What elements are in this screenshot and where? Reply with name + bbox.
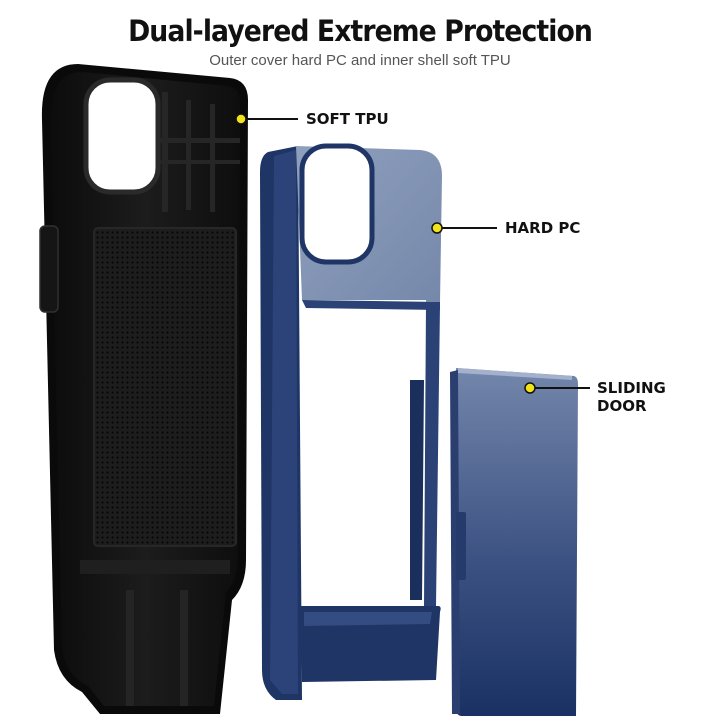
- callout-hard-pc-pointer: [431, 222, 497, 234]
- sliding-door-plate: [450, 368, 578, 716]
- page-subtitle: Outer cover hard PC and inner shell soft…: [209, 52, 511, 69]
- tpu-camera-cutout: [83, 77, 161, 195]
- hard-pc-label: HARD PC: [505, 219, 581, 237]
- tpu-inner-shell: [39, 64, 249, 714]
- soft-tpu-label: SOFT TPU: [306, 110, 389, 128]
- pc-camera-cutout: [299, 143, 375, 265]
- page-title: Dual-layered Extreme Protection: [128, 14, 593, 48]
- callout-sliding-door-pointer: [524, 382, 590, 394]
- tpu-dotted-panel: [93, 227, 237, 547]
- pc-outer-shell: [260, 143, 442, 700]
- sliding-door-label: SLIDING DOOR: [597, 379, 666, 415]
- callout-soft-tpu-pointer: [235, 113, 298, 125]
